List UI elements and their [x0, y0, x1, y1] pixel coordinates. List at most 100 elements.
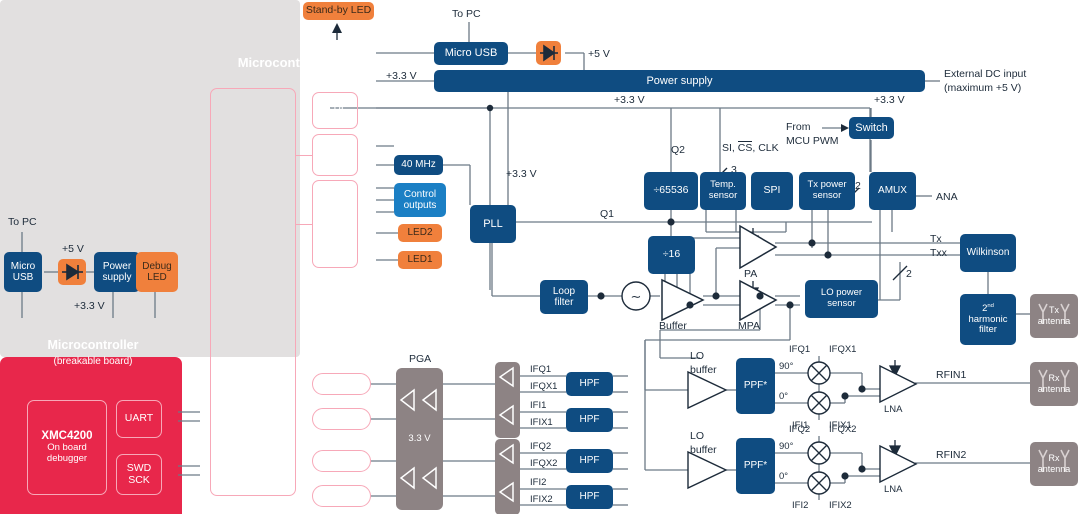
- ifqx2-label: IFQX2: [829, 424, 857, 435]
- div-16-block[interactable]: ÷16: [648, 236, 695, 274]
- micro-usb-left-l2: USB: [12, 272, 34, 283]
- div-65536-block[interactable]: ÷65536: [644, 172, 698, 210]
- loop-filter-block[interactable]: Loop filter: [540, 280, 588, 314]
- micro-usb-left-block[interactable]: Micro USB: [4, 252, 42, 292]
- plus33v-mcu-label: +3.3 V: [386, 70, 417, 82]
- power-supply-bar-block[interactable]: Power supply: [434, 70, 925, 92]
- pga-block[interactable]: 3.3 V: [396, 368, 443, 510]
- xmc4200-sub2: debugger: [46, 452, 88, 464]
- rfin1-label: RFIN1: [936, 369, 967, 381]
- mcu-adc-2[interactable]: ADC: [312, 408, 371, 430]
- micro-usb-left-l1: Micro: [10, 260, 36, 272]
- xmc4200-chip[interactable]: XMC4200 On board debugger: [27, 400, 107, 495]
- amux-block[interactable]: AMUX: [869, 172, 916, 210]
- lna-1-label: LNA: [884, 404, 903, 415]
- ifi2-bb-label: IFI2: [530, 477, 547, 488]
- hpf-block-1[interactable]: HPF: [566, 372, 613, 396]
- control-outputs-l2: outputs: [403, 200, 437, 211]
- lo-buffer-1-l1: LO: [690, 350, 705, 362]
- osc-40mhz-block[interactable]: 40 MHz: [394, 155, 443, 175]
- plus33v-bus-label: +3.3 V: [614, 94, 645, 106]
- control-outputs-block[interactable]: Control outputs: [394, 183, 446, 217]
- ifqx2-bb-label: IFQX2: [530, 458, 558, 469]
- mcu-spi-block[interactable]: SPI: [312, 92, 358, 129]
- debug-led-block[interactable]: Debug LED: [136, 252, 178, 292]
- tx-antenna-l1: Tx: [1048, 304, 1059, 315]
- mcu-adc-1[interactable]: ADC: [312, 373, 371, 395]
- ppf-2-0deg-label: 0°: [779, 471, 789, 482]
- rx-antenna-2-block[interactable]: Rx antenna: [1030, 442, 1078, 486]
- micro-usb-top-label: Micro USB: [444, 47, 498, 60]
- ifi1-label: IFI1: [792, 420, 809, 431]
- ifix2-label: IFIX2: [829, 500, 852, 511]
- breakable-board-title: Microcontroller: [47, 338, 139, 352]
- harmonic-l1: 2nd: [982, 302, 994, 315]
- micro-usb-top-block[interactable]: Micro USB: [434, 42, 508, 65]
- led1-block[interactable]: LED1: [398, 251, 442, 269]
- pga-stage2-lower[interactable]: [495, 439, 520, 514]
- tx-power-l2: sensor: [812, 190, 842, 201]
- q1-label: Q1: [600, 208, 615, 220]
- harmonic-filter-block[interactable]: 2nd harmonic filter: [960, 294, 1016, 345]
- xmc4700-chip[interactable]: XMC4700 VCO modulation FFT, DSP: [210, 88, 296, 496]
- freq-counter-l1: Freq.: [323, 143, 347, 155]
- mcu-internal-stub-1: [296, 155, 312, 157]
- harmonic-sup: nd: [987, 302, 994, 309]
- rf-spi-block[interactable]: SPI: [751, 172, 793, 210]
- hpf-block-3[interactable]: HPF: [566, 449, 613, 473]
- tx-label: Tx: [930, 233, 942, 245]
- power-supply-bar-label: Power supply: [646, 74, 713, 87]
- antenna-icon: [1038, 449, 1070, 472]
- ppf-2-90deg-label: 90°: [779, 441, 794, 452]
- mcu-io-block[interactable]: I/O: [312, 180, 358, 268]
- pll-block[interactable]: PLL: [470, 205, 516, 243]
- pga-stage2-upper[interactable]: [495, 362, 520, 438]
- wilkinson-block[interactable]: Wilkinson: [960, 234, 1016, 272]
- microcontroller-board[interactable]: [0, 357, 182, 514]
- switch-block[interactable]: Switch: [849, 117, 894, 139]
- led2-block[interactable]: LED2: [398, 224, 442, 242]
- diode-left-icon: [58, 259, 86, 285]
- plus5v-top-label: +5 V: [588, 48, 610, 60]
- debug-led-l1: Debug: [142, 260, 172, 272]
- ifix2-bb-label: IFIX2: [530, 494, 553, 505]
- uart-block[interactable]: UART: [116, 400, 162, 438]
- mcu-adc-4[interactable]: ADC: [312, 485, 371, 507]
- from-mcu-pwm-label: From MCU PWM: [786, 120, 839, 148]
- lo-buffer-1-l2: buffer: [690, 363, 717, 376]
- tx-power-sensor-block[interactable]: Tx power sensor: [799, 172, 855, 210]
- ifix1-label: IFIX1: [829, 420, 852, 431]
- ppf-1-90deg-label: 90°: [779, 361, 794, 372]
- ifqx1-bb-label: IFQX1: [530, 381, 558, 392]
- rf-frontend-panel: [0, 0, 300, 357]
- rx-antenna-1-l1: Rx: [1048, 372, 1060, 383]
- svg-text:∼: ∼: [631, 289, 642, 304]
- hpf-block-2[interactable]: HPF: [566, 408, 613, 432]
- to-pc-top-label: To PC: [452, 8, 481, 20]
- pga-label: PGA: [409, 353, 432, 365]
- ppf-2-block[interactable]: PPF*: [736, 438, 775, 494]
- microcontroller-title: Microcontroller: [237, 54, 333, 70]
- amp-icons: [498, 366, 514, 426]
- harmonic-l3: filter: [979, 324, 997, 336]
- ppf-1-block[interactable]: PPF*: [736, 358, 775, 414]
- tx-power-l1: Tx power: [807, 179, 847, 191]
- hpf-block-4[interactable]: HPF: [566, 485, 613, 509]
- mcu-adc-3[interactable]: ADC: [312, 450, 371, 472]
- tx-antenna-block[interactable]: Tx antenna: [1030, 294, 1078, 338]
- swd-block[interactable]: SWD SCK: [116, 454, 162, 495]
- ifq2-label: IFQ2: [789, 424, 811, 435]
- pa-label: PA: [744, 268, 758, 280]
- ana-label: ANA: [936, 191, 958, 203]
- standby-led-block[interactable]: Stand-by LED: [303, 2, 374, 20]
- power-supply-left-block[interactable]: Power supply: [94, 252, 140, 292]
- ifi2-label: IFI2: [792, 500, 809, 511]
- power-supply-left-l1: Power: [102, 260, 132, 272]
- mcu-freq-counter-block[interactable]: Freq. counter: [312, 134, 358, 176]
- plus5v-left-label: +5 V: [62, 243, 84, 255]
- temp-sensor-block[interactable]: Temp. sensor: [700, 172, 746, 210]
- rx-antenna-1-block[interactable]: Rx antenna: [1030, 362, 1078, 406]
- loop-filter-l1: Loop: [552, 285, 576, 297]
- lo-power-sensor-block[interactable]: LO power sensor: [805, 280, 878, 318]
